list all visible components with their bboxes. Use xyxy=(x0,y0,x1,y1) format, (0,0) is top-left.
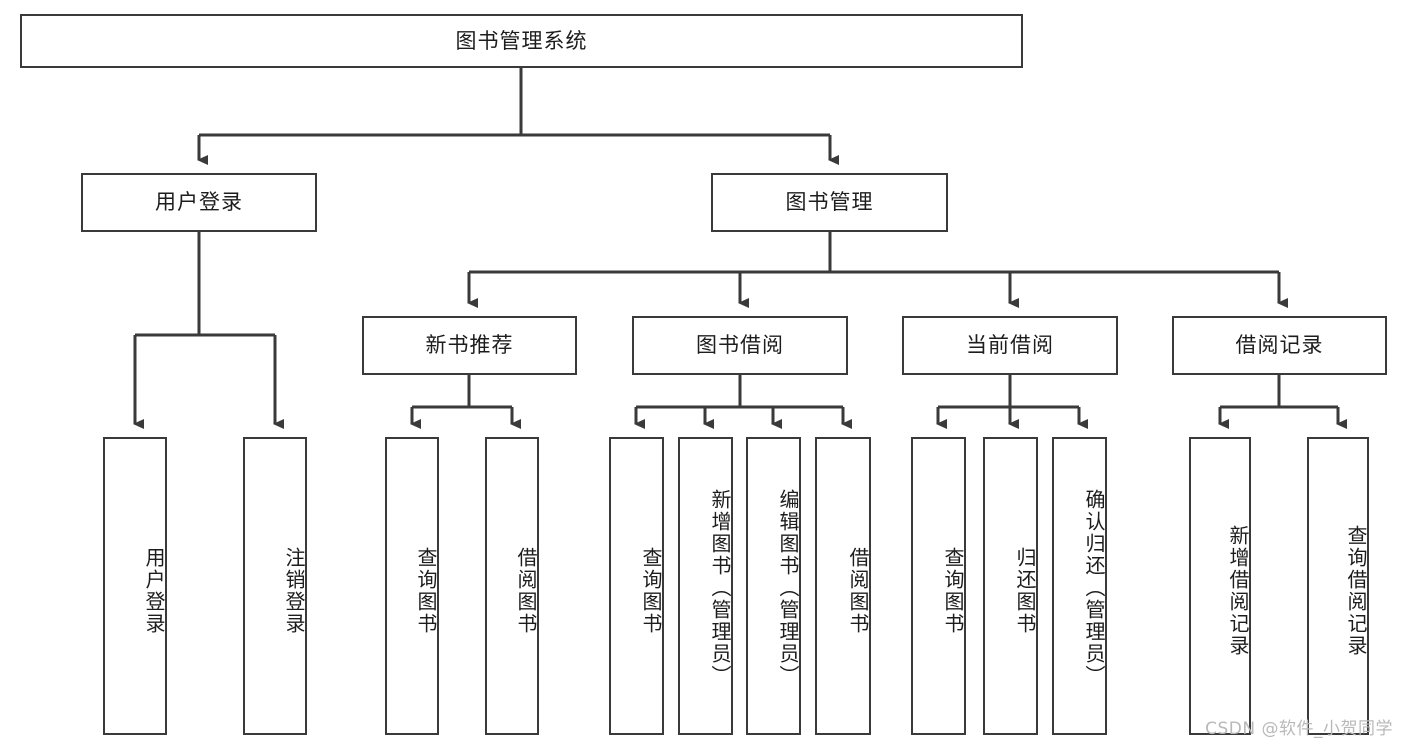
leaf-edit-book-admin[interactable]: 编辑图书（管理员） xyxy=(746,437,801,735)
leaf-logout-login[interactable]: 注销登录 xyxy=(243,437,307,735)
watermark-text: CSDN @软件_小贺同学 xyxy=(1205,719,1393,739)
node-book-management[interactable]: 图书管理 xyxy=(711,173,948,232)
node-root[interactable]: 图书管理系统 xyxy=(20,14,1023,68)
leaf-query-book-b[interactable]: 查询图书 xyxy=(609,437,664,735)
leaf-add-borrow-record[interactable]: 新增借阅记录 xyxy=(1189,437,1251,735)
leaf-query-borrow-record[interactable]: 查询借阅记录 xyxy=(1307,437,1369,735)
node-new-book-recommend[interactable]: 新书推荐 xyxy=(362,316,577,375)
node-book-borrow[interactable]: 图书借阅 xyxy=(632,316,848,375)
leaf-borrow-book-b[interactable]: 借阅图书 xyxy=(815,437,871,735)
leaf-query-book-a[interactable]: 查询图书 xyxy=(385,437,439,735)
node-current-borrow[interactable]: 当前借阅 xyxy=(902,316,1118,375)
leaf-confirm-return-admin[interactable]: 确认归还（管理员） xyxy=(1052,437,1107,735)
leaf-add-book-admin[interactable]: 新增图书（管理员） xyxy=(678,437,733,735)
leaf-user-login[interactable]: 用户登录 xyxy=(103,437,167,735)
leaf-borrow-book-a[interactable]: 借阅图书 xyxy=(485,437,539,735)
leaf-query-book-c[interactable]: 查询图书 xyxy=(911,437,966,735)
node-user-login[interactable]: 用户登录 xyxy=(81,173,317,232)
leaf-return-book[interactable]: 归还图书 xyxy=(983,437,1038,735)
node-borrow-record[interactable]: 借阅记录 xyxy=(1172,316,1387,375)
